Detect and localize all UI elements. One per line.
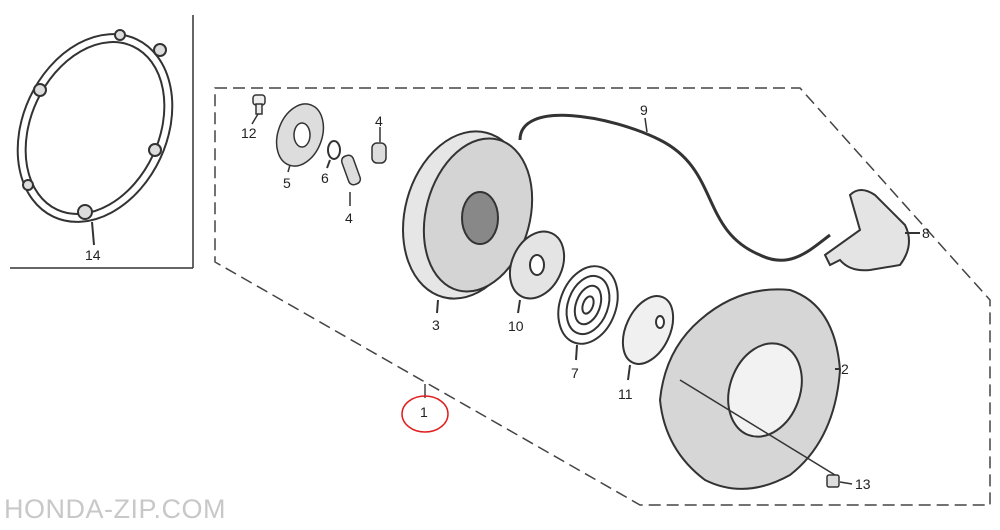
- friction-plate-part[interactable]: [268, 97, 331, 173]
- callout-14: 14: [85, 247, 101, 263]
- spring-clip-part[interactable]: [326, 140, 341, 169]
- callout-labels: 12 5 6 4 4 3 9 8 10 7 11 2 13 14 1: [85, 102, 930, 492]
- callout-3: 3: [432, 317, 440, 333]
- callout-12: 12: [241, 125, 257, 141]
- callout-7: 7: [571, 365, 579, 381]
- pulley-part[interactable]: [385, 117, 548, 314]
- screw-12-part[interactable]: [251, 94, 266, 125]
- highlight-circle: [401, 395, 449, 433]
- handle-part[interactable]: [823, 189, 920, 272]
- callout-13: 13: [855, 476, 871, 492]
- callout-4-lower: 4: [345, 210, 353, 226]
- washer-11-part[interactable]: [613, 288, 683, 381]
- return-spring-part[interactable]: [548, 258, 628, 361]
- pawl-parts[interactable]: [340, 127, 387, 206]
- washer-10-part[interactable]: [500, 223, 575, 314]
- cover-part[interactable]: [658, 288, 842, 490]
- callout-8: 8: [922, 225, 930, 241]
- callout-9: 9: [640, 102, 648, 118]
- callout-4-upper: 4: [375, 113, 383, 129]
- bolt-13-part[interactable]: [826, 474, 853, 488]
- callout-1: 1: [420, 404, 428, 420]
- callout-10: 10: [508, 318, 524, 334]
- gasket-ring-part[interactable]: [0, 9, 202, 247]
- callout-2: 2: [841, 361, 849, 377]
- callout-5: 5: [283, 175, 291, 191]
- callout-11: 11: [618, 386, 633, 402]
- callout-6: 6: [321, 170, 329, 186]
- assembly-boundary: [214, 87, 991, 506]
- inset-frame: [10, 15, 194, 269]
- watermark: HONDA-ZIP.COM: [4, 494, 227, 524]
- rope-part[interactable]: [518, 113, 831, 262]
